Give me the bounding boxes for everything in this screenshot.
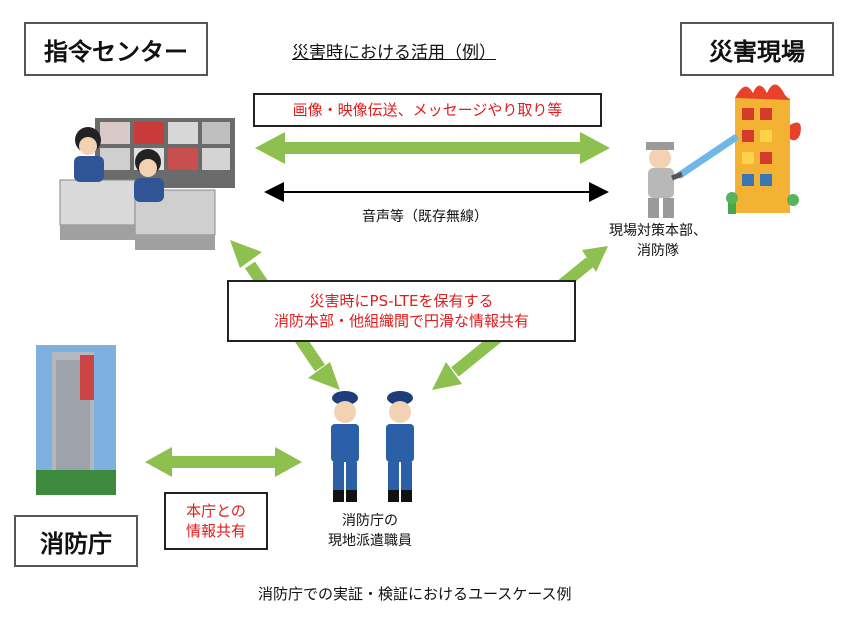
label-pslte: 災害時にPS-LTEを保有する 消防本部・他組織間で円滑な情報共有 xyxy=(227,280,576,342)
dispatched-staff-illustration xyxy=(331,391,414,502)
firefighter-illustration xyxy=(646,134,739,218)
disaster-site-box: 災害現場 xyxy=(680,22,834,76)
command-center-box: 指令センター xyxy=(24,22,208,76)
label-hq-share-line1: 本庁との xyxy=(186,501,246,520)
label-image-video: 画像・映像伝送、メッセージやり取り等 xyxy=(253,93,602,127)
diagram-title: 災害時における活用（例） xyxy=(292,43,496,63)
label-dispatched-line2: 現地派遣職員 xyxy=(328,532,412,549)
label-pslte-line2: 消防本部・他組織間で円滑な情報共有 xyxy=(273,312,529,330)
label-site-hq-line1: 現場対策本部、 xyxy=(609,223,707,239)
fdma-box: 消防庁 xyxy=(14,515,138,567)
burning-building-illustration xyxy=(726,84,801,214)
label-site-hq: 現場対策本部、 消防隊 xyxy=(588,222,728,261)
label-hq-share: 本庁との 情報共有 xyxy=(164,492,268,550)
command-center-illustration xyxy=(59,118,235,250)
label-site-hq-line2: 消防隊 xyxy=(637,242,679,259)
label-dispatched-line1: 消防庁の xyxy=(342,513,398,529)
arrow-image-video xyxy=(255,132,610,164)
fdma-building-photo xyxy=(36,345,116,495)
figure-caption: 消防庁での実証・検証におけるユースケース例 xyxy=(258,585,572,603)
label-voice: 音声等（既存無線） xyxy=(362,209,488,225)
label-pslte-line1: 災害時にPS-LTEを保有する xyxy=(309,291,494,310)
label-dispatched-staff: 消防庁の 現地派遣職員 xyxy=(310,512,430,551)
label-hq-share-line2: 情報共有 xyxy=(185,522,246,540)
arrow-fdma-staff xyxy=(145,447,302,477)
